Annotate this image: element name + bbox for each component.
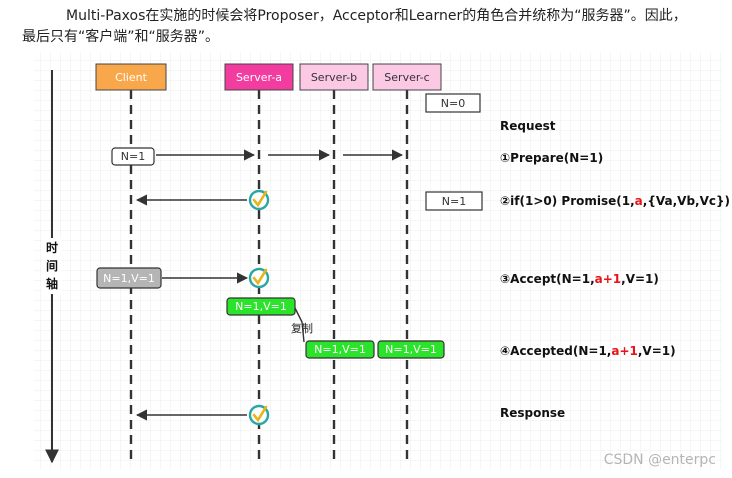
intro-line-1: Multi-Paxos在实施的时候会将Proposer，Acceptor和Lea… [66,8,687,24]
n0-box-label: N=0 [441,97,465,110]
server-a-accept-box-label: N=1,V=1 [235,300,287,313]
step-promise-red: a [635,194,643,208]
server-c-node-label: Server-c [384,71,429,84]
step-accepted-post: ,V=1) [638,344,676,358]
check-icon [248,404,270,426]
n1-right-box-label: N=1 [442,195,466,208]
step-promise-pre: ②if(1>0) Promise(1, [500,194,635,208]
step-promise-post: ,{Va,Vb,Vc}) [643,194,730,208]
n1-client-box-label: N=1 [121,150,145,163]
server-c-node: Server-c [372,63,442,91]
n0-box: N=0 [425,93,481,113]
server-a-node-label: Server-a [236,71,282,84]
step-prepare: ①Prepare(N=1) [500,151,603,165]
watermark: CSDN @enterpc [603,452,716,468]
time-axis-char-3: 轴 [46,276,58,291]
client-accept-box: N=1,V=1 [96,267,162,289]
server-b-node-label: Server-b [311,71,357,84]
check-icon [248,189,270,211]
step-accept: ③Accept(N=1,a+1,V=1) [500,272,659,286]
server-b-accept-box-label: N=1,V=1 [314,343,366,356]
intro-line-2: 最后只有“客户端”和“服务器”。 [22,29,220,45]
client-node: Client [95,63,167,91]
step-accept-pre: ③Accept(N=1, [500,272,595,286]
n1-right-box: N=1 [425,191,483,211]
step-response: Response [500,406,565,420]
step-accepted: ④Accepted(N=1,a+1,V=1) [500,344,676,358]
server-c-accept-box: N=1,V=1 [377,340,445,359]
step-accept-red: a+1 [595,272,622,286]
step-accepted-pre: ④Accepted(N=1, [500,344,611,358]
server-b-node: Server-b [299,63,369,91]
server-b-accept-box: N=1,V=1 [305,340,375,359]
n1-client-box: N=1 [111,147,155,166]
step-accepted-red: a+1 [611,344,638,358]
check-icon [248,267,270,289]
client-node-label: Client [115,71,148,84]
time-axis-char-1: 时 [46,240,58,255]
grid-background [34,52,722,470]
server-a-accept-box: N=1,V=1 [226,297,296,316]
time-axis-label-bg [42,238,62,294]
copy-label: 复制 [291,321,313,335]
server-a-node: Server-a [224,63,294,91]
step-request: Request [500,119,556,133]
step-promise: ②if(1>0) Promise(1,a,{Va,Vb,Vc}) [500,194,730,208]
intro-text: Multi-Paxos在实施的时候会将Proposer，Acceptor和Lea… [22,6,722,48]
client-accept-box-label: N=1,V=1 [103,272,155,285]
server-c-accept-box-label: N=1,V=1 [385,343,437,356]
replicate-connector [294,307,305,343]
step-accept-post: ,V=1) [621,272,659,286]
time-axis-char-2: 间 [46,258,58,273]
